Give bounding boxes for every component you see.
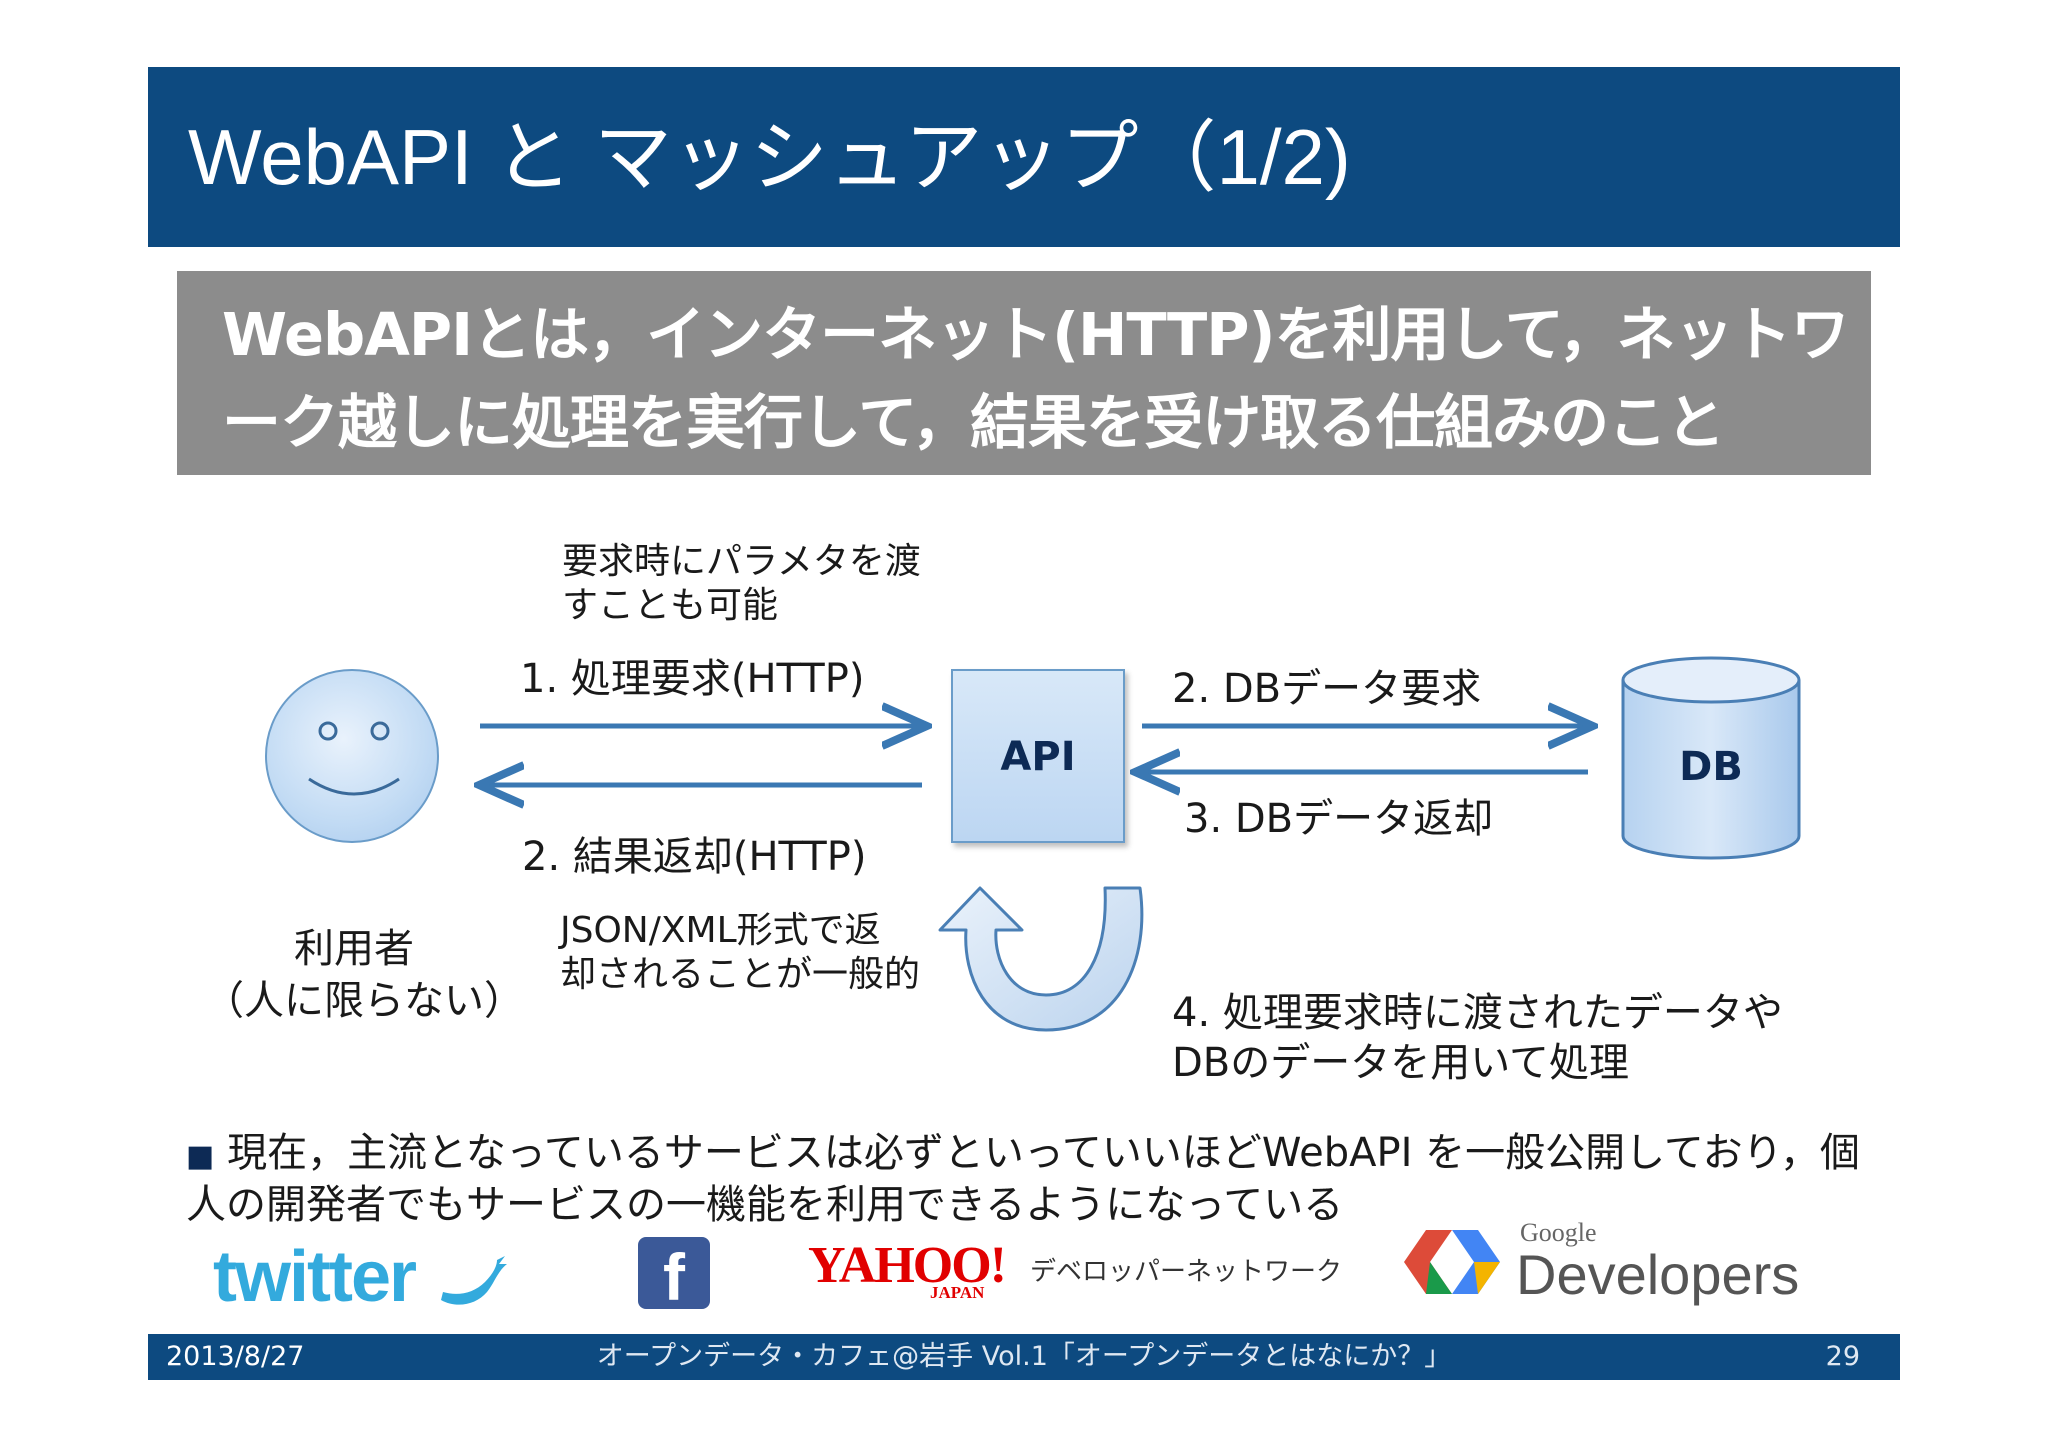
user-smiley-icon [265,669,439,843]
params-note-line-2: すことも可能 [562,585,779,626]
yahoo-developer-network-text: デベロッパーネットワーク [1030,1257,1343,1287]
user-label-line-2: （人に限らない） [204,978,524,1024]
twitter-logo-text: twitter [213,1237,417,1317]
yahoo-japan-text: JAPAN [930,1283,985,1302]
processing-uturn-arrow [938,886,1144,1032]
google-developers-icon [1404,1230,1500,1294]
bullet-marker: ■ [186,1139,215,1174]
google-text: Google [1520,1218,1597,1247]
step4-line-1: 4. 処理要求時に渡されたデータや [1172,990,1783,1036]
bullet-text-1: 現在，主流となっているサービスは必ずといっていいほどWebAPI を一般公開して… [227,1130,1860,1176]
smiley-face-icon [308,721,400,796]
bullet-line-2: 人の開発者でもサービスの一機能を利用できるようになっている [186,1182,1344,1228]
google-developers-text: Developers [1516,1243,1800,1306]
params-note-line-1: 要求時にパラメタを渡 [562,541,921,582]
definition-line-2: ーク越しに処理を実行して，結果を受け取る仕組みのこと [222,388,1725,457]
definition-box: WebAPIとは，インターネット(HTTP)を利用して，ネットワ ーク越しに処理… [177,271,1871,475]
definition-line-1: WebAPIとは，インターネット(HTTP)を利用して，ネットワ [222,300,1850,369]
title-bar: WebAPI と マッシュアップ（1/2) [148,67,1900,247]
format-note-line-2: 却されることが一般的 [560,954,921,995]
format-note-line-1: JSON/XML形式で返 [560,910,881,951]
footer-date: 2013/8/27 [166,1341,305,1372]
twitter-bird-icon [441,1255,508,1305]
user-label-line-1: 利用者 [294,926,414,972]
step4-line-2: DBのデータを用いて処理 [1172,1040,1630,1086]
step1-label: 1. 処理要求(HTTP) [520,656,865,702]
step2-result-label: 2. 結果返却(HTTP) [522,834,867,880]
step2-db-label: 2. DBデータ要求 [1172,666,1482,712]
footer-title: オープンデータ・カフェ@岩手 Vol.1「オープンデータとはなにか？」 [596,1341,1452,1372]
footer-bar: 2013/8/27 オープンデータ・カフェ@岩手 Vol.1「オープンデータとは… [148,1334,1900,1380]
slide-title: WebAPI と マッシュアップ（1/2) [188,113,1351,201]
api-label: API [1000,734,1076,780]
db-cylinder-shape [1621,656,1801,860]
bullet-line-1: ■ 現在，主流となっているサービスは必ずといっていいほどWebAPI を一般公開… [186,1120,1860,1178]
twitter-logo: twitter [213,1236,509,1318]
yahoo-logo: YAHOO! [808,1237,1007,1294]
page-number: 29 [1825,1341,1860,1372]
facebook-logo-icon: f [638,1237,710,1314]
api-box: API [951,669,1125,843]
step3-label: 3. DBデータ返却 [1184,796,1494,842]
db-label: DB [1679,744,1743,790]
